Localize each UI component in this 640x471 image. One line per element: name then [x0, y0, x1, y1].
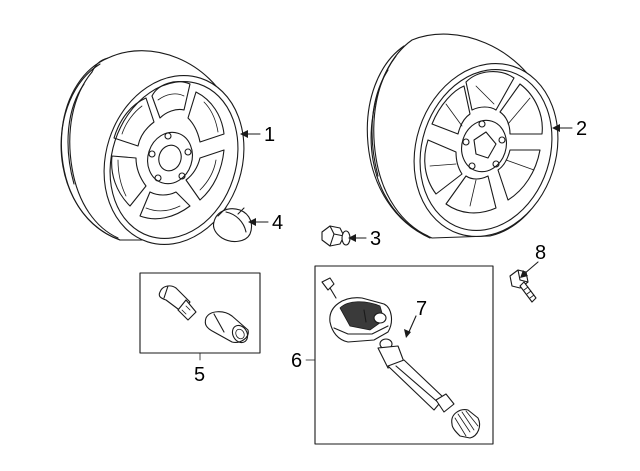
leader-lines [240, 124, 573, 338]
tpms-box [314, 265, 494, 445]
callout-1: 1 [264, 124, 275, 146]
sensor-screw-icon [321, 277, 335, 291]
valve-cap-icon [451, 409, 481, 439]
callout-7: 7 [416, 298, 427, 320]
callout-2: 2 [576, 118, 587, 140]
callout-5: 5 [194, 364, 205, 386]
wheel-2-icon [366, 33, 559, 239]
callout-3: 3 [370, 228, 381, 250]
callout-6: 6 [291, 350, 302, 372]
center-cap-icon [212, 207, 253, 243]
callout-4: 4 [272, 212, 283, 234]
lock-key-icon [204, 311, 249, 343]
valve-stem-icon [377, 338, 455, 413]
callout-8: 8 [535, 242, 546, 264]
wheel-lock-box [139, 272, 261, 354]
sensor-bolt-icon [509, 269, 537, 303]
wheel-1-icon [60, 50, 245, 245]
tpms-sensor-icon [329, 297, 393, 343]
lug-nut-icon [321, 225, 351, 247]
